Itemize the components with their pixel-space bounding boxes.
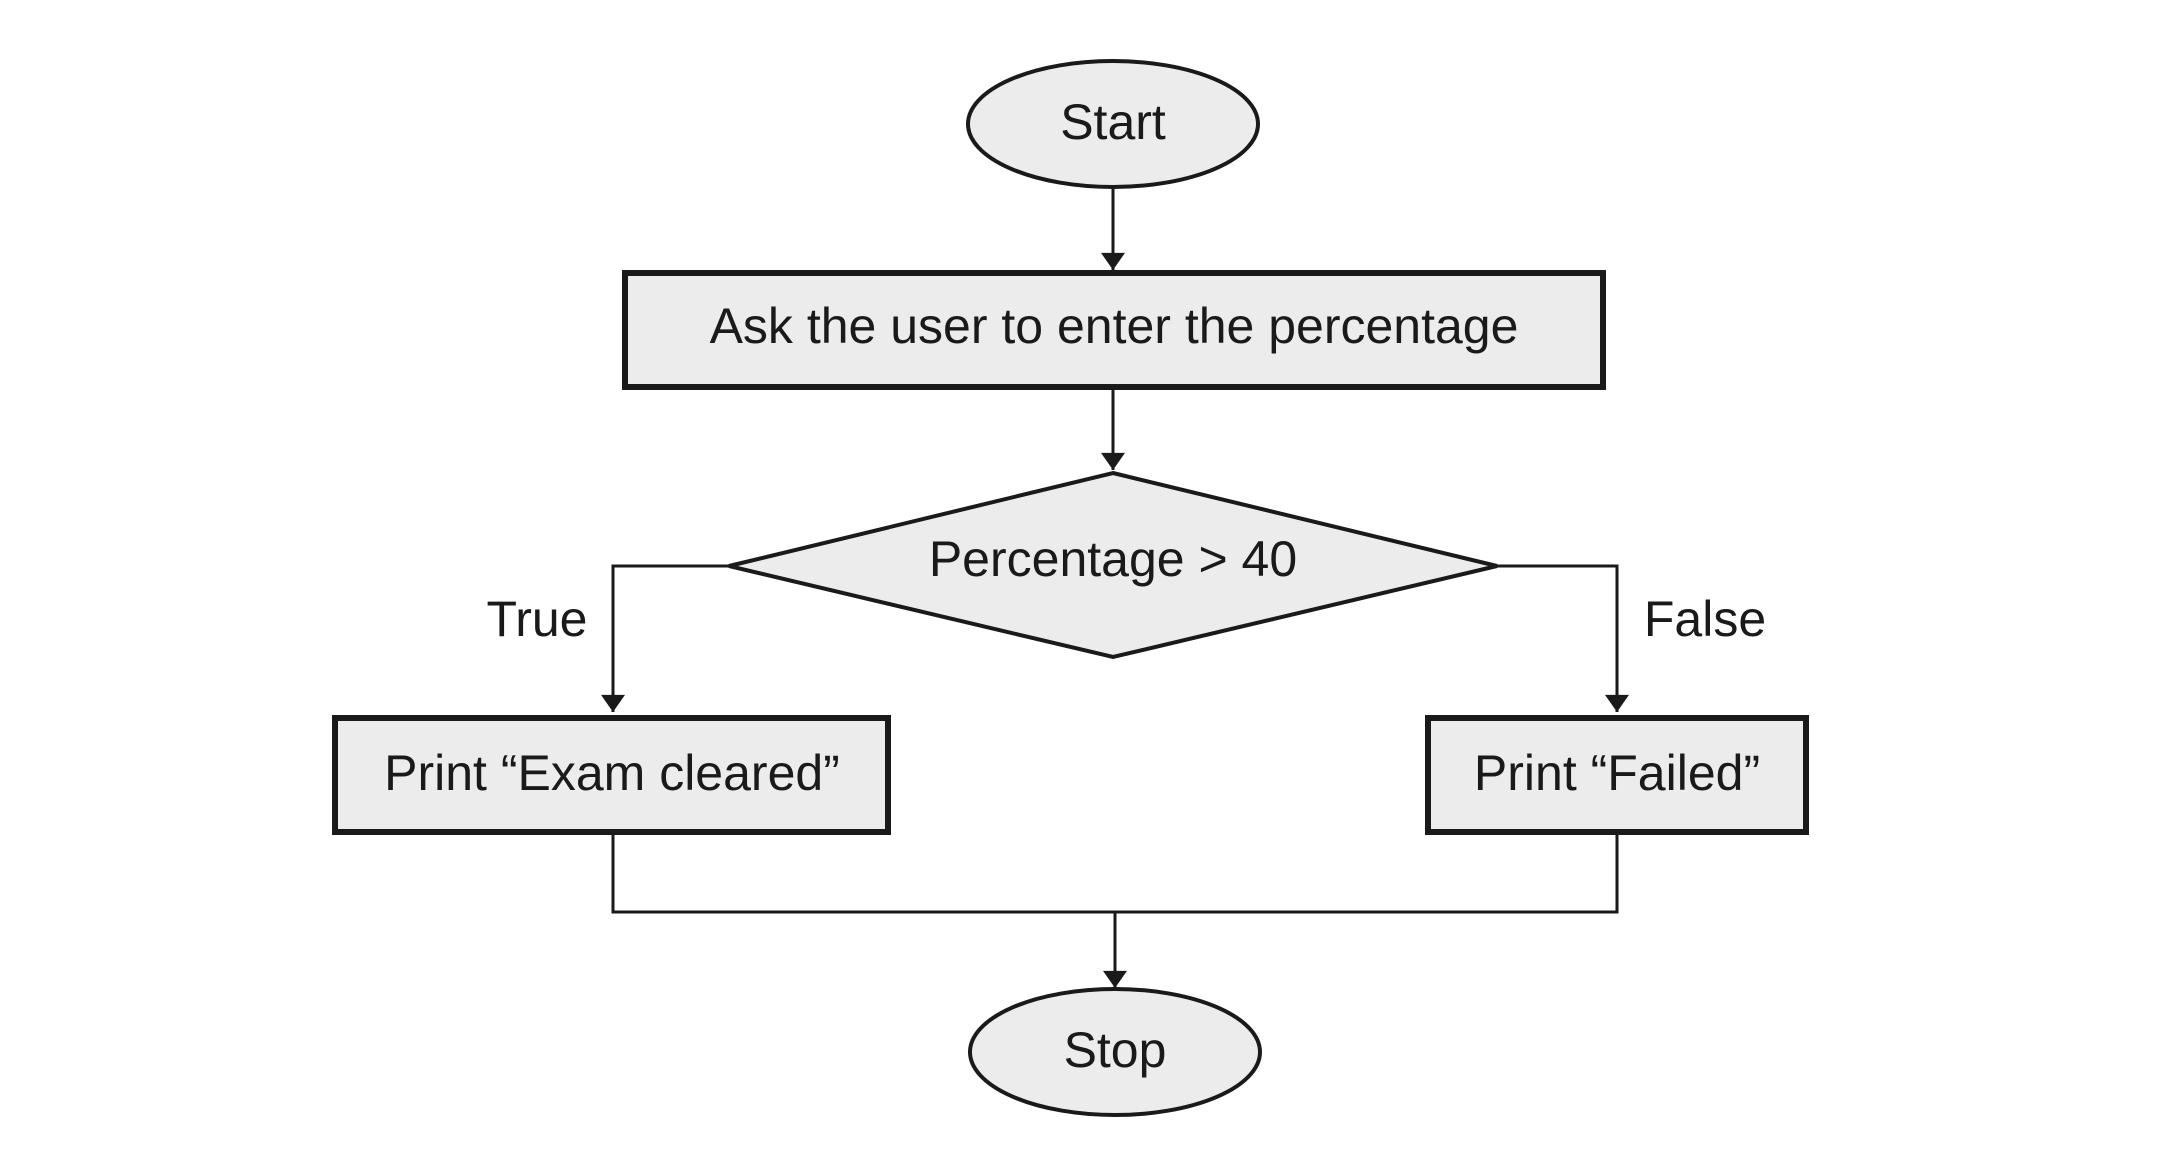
edge-true-to-merge xyxy=(611,832,1619,914)
stop-node-label: Stop xyxy=(1064,1022,1167,1078)
false-edge-label: False xyxy=(1644,591,1766,647)
true-edge-label: True xyxy=(487,591,588,647)
input-process-node: Ask the user to enter the percentage xyxy=(622,270,1606,390)
failed-label: Print “Failed” xyxy=(1474,745,1760,801)
edge-decision-to-true xyxy=(601,564,729,712)
exam-cleared-label: Print “Exam cleared” xyxy=(384,745,840,801)
input-process-label: Ask the user to enter the percentage xyxy=(710,298,1519,354)
edge-decision-to-false xyxy=(1497,564,1629,712)
decision-label: Percentage > 40 xyxy=(929,531,1297,587)
exam-cleared-process-node: Print “Exam cleared” xyxy=(332,715,891,835)
decision-node: Percentage > 40 xyxy=(728,470,1498,660)
start-node: Start xyxy=(966,59,1260,189)
start-node-label: Start xyxy=(1060,94,1166,150)
stop-node: Stop xyxy=(968,987,1262,1117)
failed-process-node: Print “Failed” xyxy=(1425,715,1809,835)
